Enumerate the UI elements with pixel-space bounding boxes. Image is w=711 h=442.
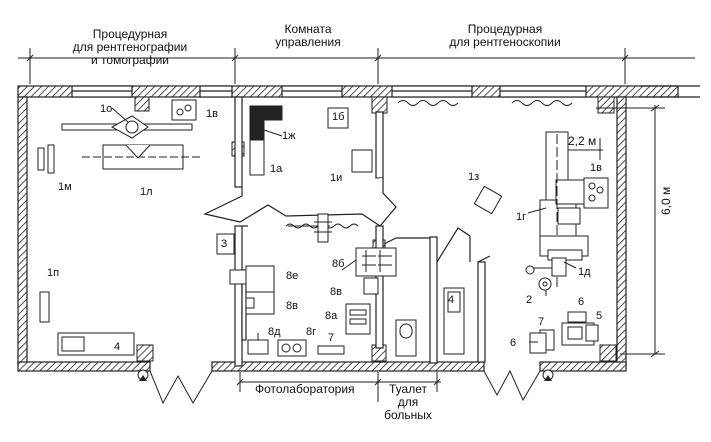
toilet-fixtures — [395, 287, 465, 357]
label-3: 3 — [221, 238, 228, 250]
label-5: 5 — [596, 310, 603, 322]
label-1p: 1п — [47, 267, 60, 279]
label-8d: 8д — [268, 326, 281, 338]
right-header-line2: для рентгеноскопии — [449, 35, 561, 49]
right-room-header: Процедурная для рентгеноскопии — [410, 23, 600, 49]
leader-lines — [111, 107, 577, 343]
width-dimension-label: 2,2 м — [568, 134, 597, 148]
right-dimension-line — [596, 104, 665, 358]
label-1z: 1з — [468, 171, 480, 183]
center-header-line2: управления — [275, 35, 341, 49]
center-header-line1: Комната — [284, 22, 332, 36]
toilet-label-line1: Туалет — [389, 382, 427, 396]
label-7-right: 7 — [538, 316, 545, 328]
label-7-center: 7 — [328, 332, 335, 344]
label-1o: 1о — [100, 103, 113, 115]
label-1v-left: 1в — [206, 108, 218, 120]
label-8g: 8г — [306, 326, 317, 338]
control-room-header: Комната управления — [258, 23, 358, 49]
label-4-left: 4 — [114, 341, 121, 353]
label-1g: 1г — [516, 211, 527, 223]
label-1b: 1б — [332, 111, 345, 123]
label-8v-left: 8в — [286, 300, 298, 312]
door-pivot-markers — [137, 369, 554, 381]
left-header-line2: для рентгенографии — [72, 40, 188, 54]
label-1d: 1д — [578, 266, 591, 278]
doors — [149, 369, 541, 405]
label-1m: 1м — [58, 181, 72, 193]
toilet-label-line3: больных — [384, 408, 432, 422]
label-1l: 1л — [140, 186, 153, 198]
left-room-equipment — [37, 99, 200, 356]
photolab-label: Фотолаборатория — [255, 382, 355, 396]
control-room-equipment — [249, 105, 373, 243]
label-8v-right: 8в — [330, 286, 342, 298]
top-dimension-line — [18, 48, 695, 84]
toilet-label-line2: для — [397, 395, 419, 409]
darkroom-equipment — [216, 233, 397, 357]
label-8b: 8б — [332, 258, 345, 270]
label-1i: 1и — [330, 172, 343, 184]
left-header-line1: Процедурная — [92, 27, 168, 41]
interior-walls — [203, 96, 491, 367]
right-header-line1: Процедурная — [467, 22, 543, 36]
label-8a: 8а — [325, 310, 338, 322]
label-6-left: 6 — [510, 337, 517, 349]
exterior-walls — [17, 85, 700, 372]
label-1zh: 1ж — [282, 130, 296, 142]
label-2: 2 — [526, 294, 533, 306]
left-header-line3: и томографии — [91, 53, 169, 67]
label-1v-right: 1в — [590, 162, 602, 174]
label-1a: 1а — [270, 163, 283, 175]
label-8e: 8е — [286, 270, 299, 282]
label-6-top: 6 — [578, 296, 585, 308]
right-room-equipment — [473, 131, 609, 354]
height-dimension-label: 6,0 м — [659, 186, 673, 215]
label-4-center: 4 — [448, 294, 455, 306]
toilet-label: Туалет для больных — [380, 383, 436, 422]
curtain-line — [397, 100, 573, 106]
bottom-dimension-line — [236, 372, 441, 402]
left-room-header: Процедурная для рентгенографии и томогра… — [40, 28, 220, 67]
